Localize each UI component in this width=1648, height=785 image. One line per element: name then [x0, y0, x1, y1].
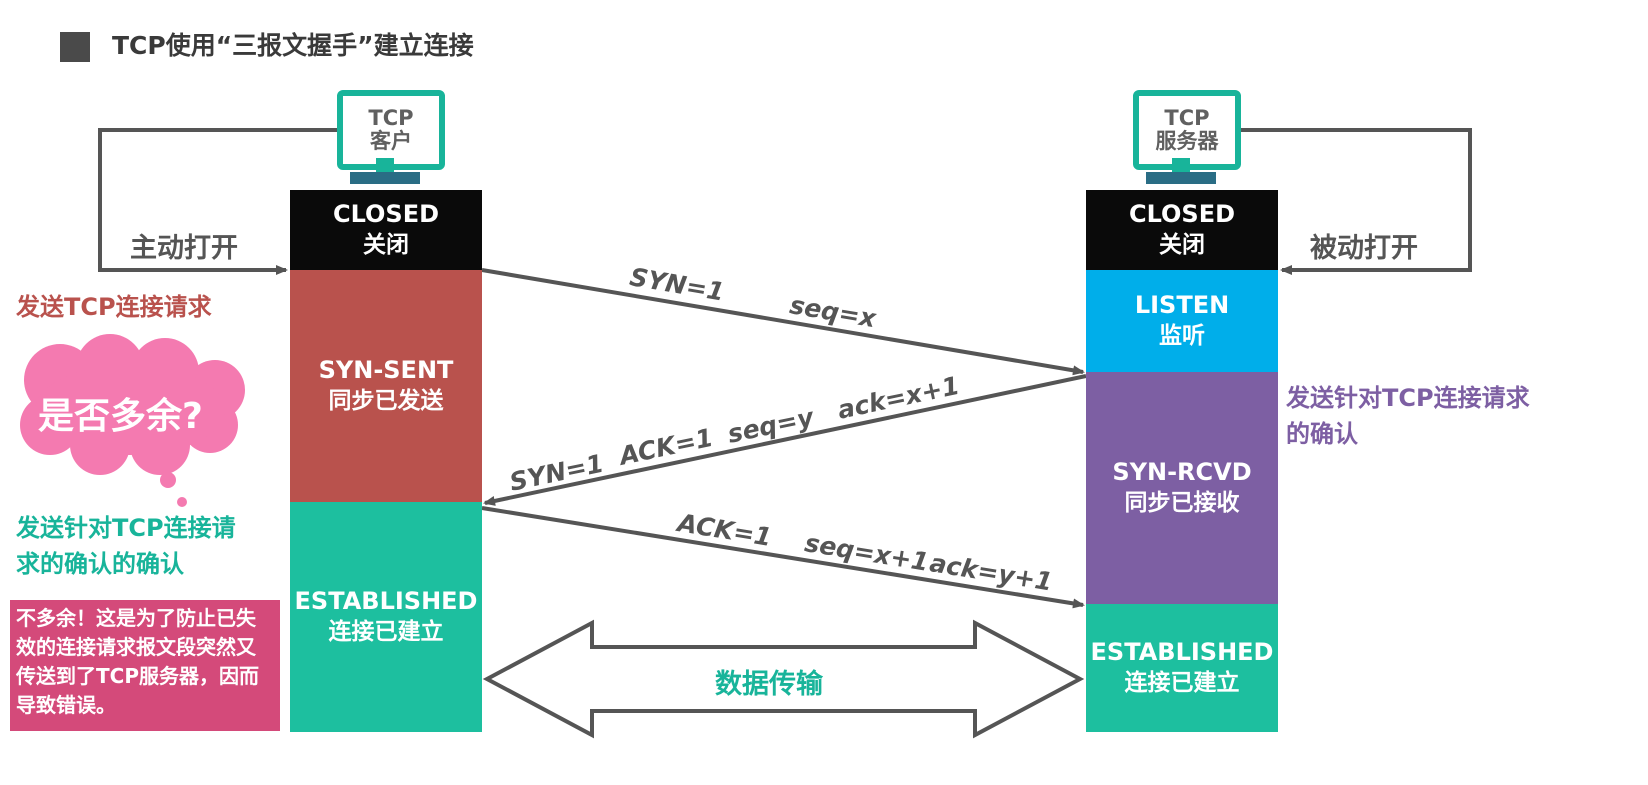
explanation-note: 不多余！这是为了防止已失效的连接请求报文段突然又传送到了TCP服务器，因而导致错…	[10, 600, 280, 731]
server-monitor-base	[1146, 172, 1216, 184]
client-state-syn-sent: SYN-SENT 同步已发送	[290, 270, 482, 502]
client-open-loop	[98, 128, 340, 275]
page-heading: TCP使用“三报文握手”建立连接	[112, 31, 474, 60]
server-syn-rcvd-zh: 同步已接收	[1124, 489, 1240, 516]
confirm-confirm-line1: 发送针对TCP连接请	[16, 514, 236, 542]
server-ack-label: 发送针对TCP连接请求 的确认	[1286, 380, 1530, 452]
server-closed-en: CLOSED	[1128, 200, 1236, 229]
client-monitor-neck	[376, 158, 394, 172]
client-established-zh: 连接已建立	[328, 618, 444, 645]
cloud-question: 是否多余?	[38, 396, 203, 437]
data-transfer-label: 数据传输	[715, 669, 823, 700]
server-monitor-icon: TCP 服务器	[1133, 90, 1241, 170]
confirm-confirm-line2: 求的确认的确认	[16, 550, 184, 578]
server-state-established: ESTABLISHED 连接已建立	[1086, 604, 1278, 732]
arrow-syn	[481, 268, 1085, 376]
client-monitor-icon: TCP 客户	[337, 90, 445, 170]
server-closed-zh: 关闭	[1159, 231, 1205, 258]
server-listen-zh: 监听	[1159, 322, 1205, 349]
server-ack-line2: 的确认	[1286, 420, 1358, 448]
bullet-square	[60, 32, 90, 62]
server-listen-en: LISTEN	[1134, 291, 1230, 320]
server-ack-line1: 发送针对TCP连接请求	[1286, 384, 1530, 412]
confirm-confirm-label: 发送针对TCP连接请 求的确认的确认	[16, 510, 236, 582]
server-monitor-line1: TCP	[1164, 105, 1210, 130]
arrow-syn-ack	[483, 374, 1087, 506]
send-request-label: 发送TCP连接请求	[16, 293, 212, 321]
arrow-ack	[481, 506, 1085, 609]
client-monitor-line1: TCP	[368, 105, 414, 130]
client-closed-en: CLOSED	[332, 200, 440, 229]
client-syn-sent-zh: 同步已发送	[328, 387, 444, 414]
data-transfer-arrow	[482, 619, 1085, 739]
client-state-closed: CLOSED 关闭	[290, 190, 482, 270]
client-syn-sent-en: SYN-SENT	[318, 356, 454, 385]
client-closed-zh: 关闭	[363, 231, 409, 258]
server-open-loop	[1230, 128, 1472, 275]
client-open-label: 主动打开	[130, 233, 238, 264]
server-monitor-line2: 服务器	[1155, 129, 1219, 153]
server-monitor-neck	[1172, 158, 1190, 172]
server-established-en: ESTABLISHED	[1090, 638, 1274, 667]
server-state-closed: CLOSED 关闭	[1086, 190, 1278, 270]
server-open-label: 被动打开	[1310, 233, 1418, 264]
server-state-listen: LISTEN 监听	[1086, 270, 1278, 372]
server-syn-rcvd-en: SYN-RCVD	[1112, 458, 1252, 487]
client-monitor-base	[350, 172, 420, 184]
client-established-en: ESTABLISHED	[294, 587, 478, 616]
thought-cloud	[20, 334, 245, 507]
client-monitor-line2: 客户	[370, 129, 412, 153]
client-state-established: ESTABLISHED 连接已建立	[290, 502, 482, 732]
server-state-syn-rcvd: SYN-RCVD 同步已接收	[1086, 372, 1278, 604]
server-established-zh: 连接已建立	[1124, 669, 1240, 696]
